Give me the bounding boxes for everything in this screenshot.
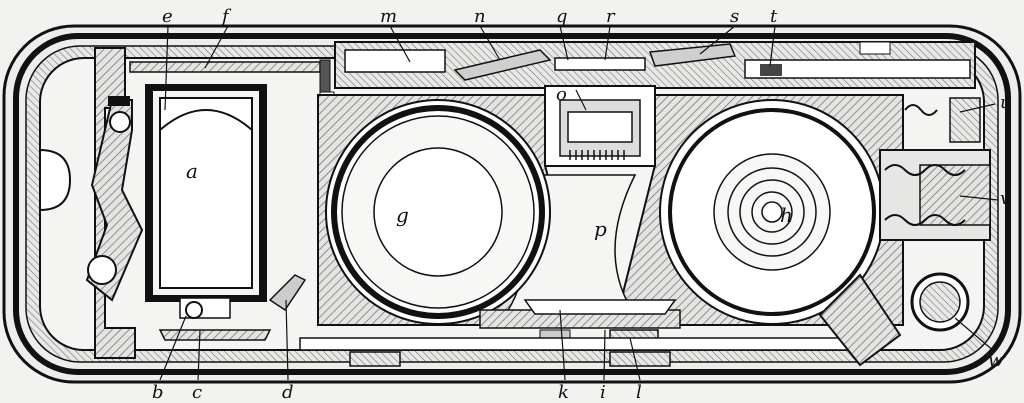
label-i: i: [600, 382, 606, 403]
label-p: p: [594, 217, 607, 241]
label-l: l: [636, 382, 642, 403]
supply-spool: [325, 99, 551, 325]
label-n: n: [474, 6, 486, 27]
label-b: b: [152, 382, 164, 403]
label-w: w: [988, 350, 1004, 371]
label-v: v: [1000, 188, 1010, 209]
label-k: k: [558, 382, 569, 403]
label-u: u: [1000, 92, 1012, 113]
label-c: c: [192, 382, 202, 403]
spring-assembly: [879, 97, 991, 241]
part-labels: e f m n q r s t o u a g p h v w b c d k …: [152, 6, 1012, 403]
bottom-plate: [299, 299, 871, 367]
label-t: t: [770, 6, 778, 27]
label-a: a: [186, 159, 198, 183]
label-o: o: [556, 84, 567, 105]
lower-pivot-assembly: [158, 274, 307, 341]
label-f: f: [220, 6, 232, 27]
label-e: e: [162, 6, 173, 27]
label-h: h: [780, 203, 793, 227]
label-s: s: [730, 6, 739, 27]
label-q: q: [556, 6, 568, 27]
film-gate-housing: [145, 84, 267, 302]
label-g: g: [396, 203, 409, 227]
roller-assembly: [818, 272, 970, 367]
linkage-arm: [85, 96, 144, 302]
leader-lines: [159, 25, 999, 381]
label-m: m: [380, 6, 397, 27]
label-d: d: [282, 382, 294, 403]
shutter-block: [544, 85, 656, 167]
top-mechanism: [334, 41, 976, 89]
label-r: r: [606, 6, 616, 27]
